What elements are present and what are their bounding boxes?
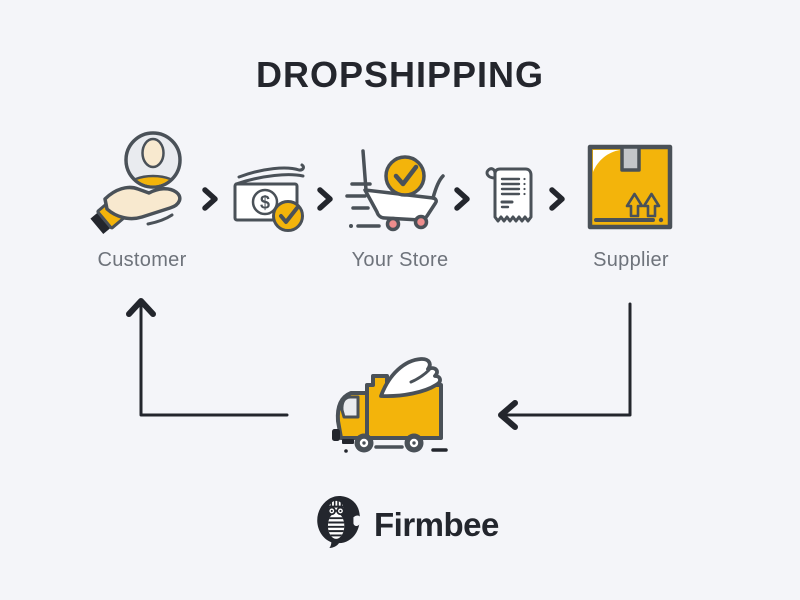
chevron-right-icon: [546, 185, 568, 213]
step-label-customer: Customer: [97, 249, 187, 271]
firmbee-bee-icon: [314, 494, 364, 550]
page-title: DROPSHIPPING: [255, 54, 545, 95]
receipt-icon: [481, 165, 537, 229]
package-box-icon: [584, 141, 676, 237]
step-label-your-store: Your Store: [351, 249, 449, 271]
chevron-right-icon: [199, 185, 221, 213]
arrow-truck-to-customer: [126, 298, 289, 417]
firmbee-logo-text: Firmbee: [374, 505, 499, 543]
chevron-right-icon: [314, 185, 336, 213]
dollar-sign: $: [260, 193, 270, 213]
cart-check-icon: [343, 140, 445, 255]
firmbee-logo: Firmbee: [314, 494, 499, 550]
customer-hand-icon: [90, 126, 200, 238]
money-check-icon: $: [227, 157, 311, 235]
step-label-supplier: Supplier: [593, 249, 669, 271]
arrow-supplier-to-truck: [498, 302, 632, 430]
delivery-truck-icon: [330, 354, 455, 454]
chevron-right-icon: [451, 185, 473, 213]
